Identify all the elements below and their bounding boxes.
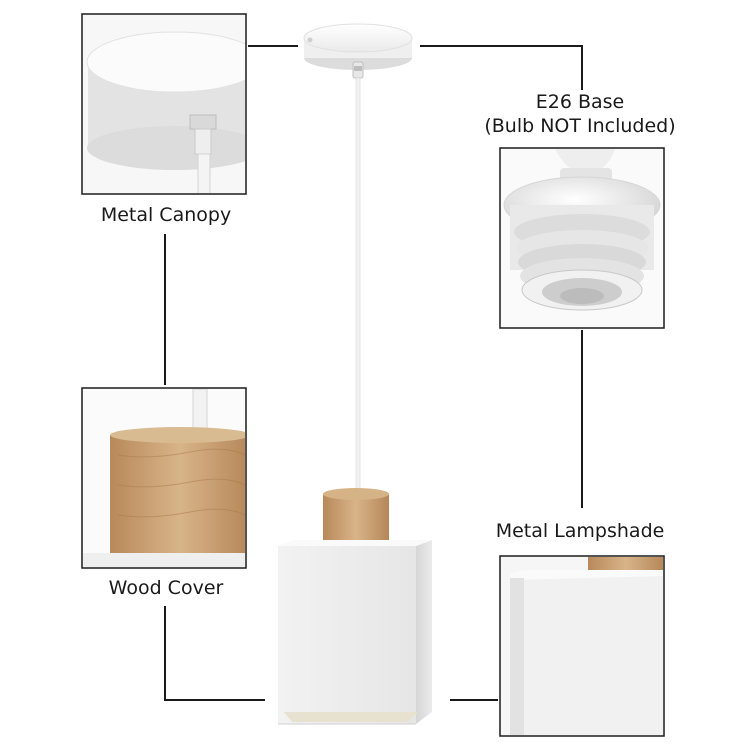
label-e26-base-line2: (Bulb NOT Included) — [484, 115, 676, 137]
connector-e26 — [420, 45, 583, 90]
label-metal-canopy: Metal Canopy — [100, 204, 232, 226]
label-e26-base-line1: E26 Base — [535, 91, 625, 113]
label-metal-lampshade: Metal Lampshade — [495, 520, 665, 542]
pendant-lamp — [278, 23, 432, 725]
label-wood-cover: Wood Cover — [108, 577, 224, 599]
lamp-cord — [355, 77, 361, 493]
connector-wood-bottom — [164, 606, 265, 701]
detail-box-wood-cover — [81, 387, 247, 569]
connector-lines — [164, 45, 583, 701]
detail-box-metal-canopy — [81, 13, 247, 195]
lamp-wood-cover — [323, 488, 389, 544]
detail-box-metal-lampshade — [499, 555, 665, 737]
lamp-shade — [278, 540, 432, 725]
lamp-canopy — [303, 23, 413, 79]
label-e26-base: E26 Base (Bulb NOT Included) — [460, 90, 700, 138]
detail-box-e26-base — [499, 147, 665, 329]
